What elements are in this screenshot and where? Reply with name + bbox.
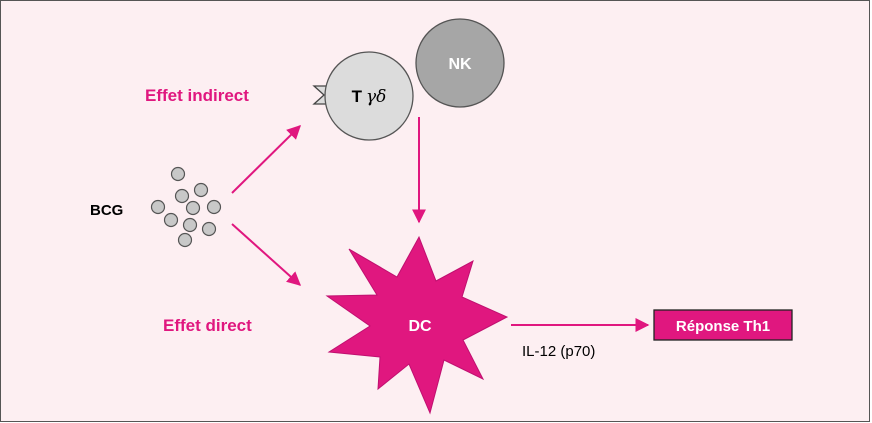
bcg-bead bbox=[193, 182, 209, 198]
bcg-beads bbox=[150, 166, 222, 248]
nk-cell bbox=[415, 18, 505, 108]
t-cell-letter: T bbox=[352, 87, 363, 106]
arrow-bcg-to-t-cell bbox=[231, 125, 301, 194]
direct-effect-label: Effet direct bbox=[163, 316, 252, 335]
dc-label: DC bbox=[408, 318, 432, 335]
bcg-bead bbox=[182, 217, 198, 233]
t-cell-subtype: γδ bbox=[366, 87, 386, 107]
bcg-bead bbox=[185, 200, 201, 216]
nk-label: NK bbox=[448, 56, 472, 73]
bcg-bead bbox=[206, 199, 222, 215]
bcg-bead bbox=[174, 188, 190, 204]
t-cell bbox=[324, 51, 414, 141]
bcg-label: BCG bbox=[90, 202, 123, 219]
dendritic-cell-icon bbox=[325, 235, 509, 415]
bcg-bead bbox=[177, 232, 193, 248]
th1-response-box bbox=[653, 309, 793, 341]
cytokine-label: IL-12 (p70) bbox=[522, 343, 595, 360]
th1-response-label: Réponse Th1 bbox=[676, 318, 770, 335]
arrow-bcg-to-dc bbox=[231, 223, 302, 286]
bcg-bead bbox=[150, 199, 166, 215]
bcg-bead bbox=[201, 221, 217, 237]
bcg-bead bbox=[163, 212, 179, 228]
indirect-effect-label: Effet indirect bbox=[145, 86, 249, 105]
bcg-bead bbox=[170, 166, 186, 182]
